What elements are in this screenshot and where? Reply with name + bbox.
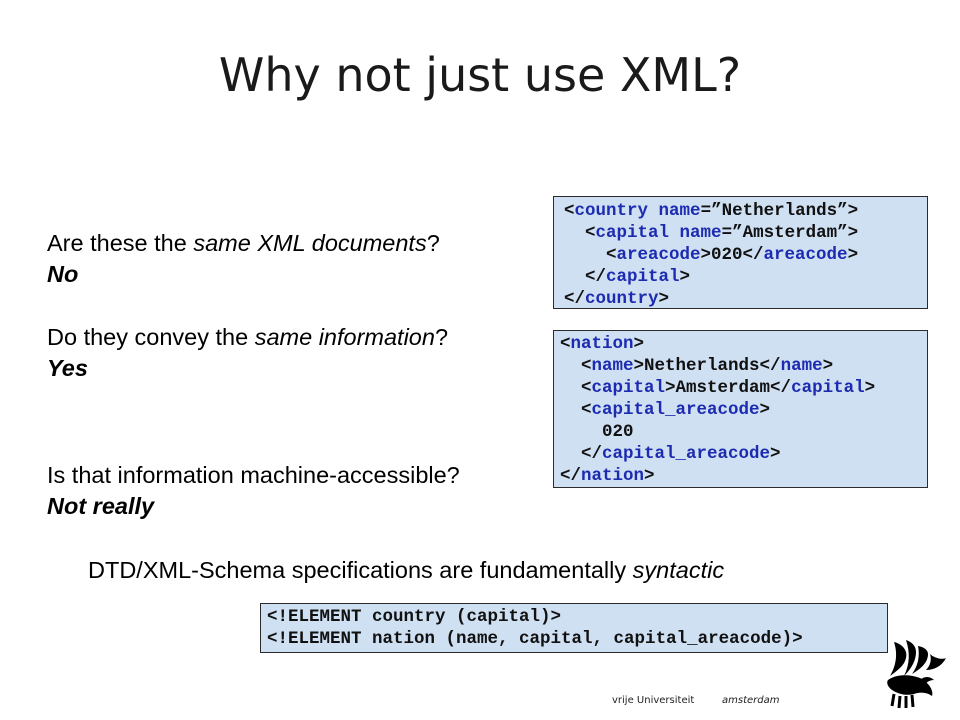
code-punct: > xyxy=(644,466,655,486)
code-attr: name xyxy=(658,201,701,221)
question-1-text-after: ? xyxy=(426,230,440,256)
code-tag: areacode xyxy=(763,245,848,265)
code-punct: > xyxy=(759,400,771,420)
dtd-code-box: <!ELEMENT country (capital)><!ELEMENT na… xyxy=(260,603,888,653)
code-punct: > xyxy=(679,267,691,287)
code-line: <name>Netherlands</name> xyxy=(560,355,927,377)
question-2-emphasis: same information xyxy=(254,324,435,350)
code-punct: > xyxy=(822,356,834,376)
footer-university: vrije Universiteit xyxy=(612,695,695,706)
question-1-text-before: Are these the xyxy=(47,230,194,256)
code-line: </capital> xyxy=(564,266,927,288)
slide-title: Why not just use XML? xyxy=(218,48,742,102)
code-punct: </ xyxy=(560,466,582,486)
statement-text: DTD/XML-Schema specifications are fundam… xyxy=(88,557,633,583)
code-punct: < xyxy=(564,245,617,265)
code-space xyxy=(648,201,659,221)
code-line: </capital_areacode> xyxy=(560,443,927,465)
code-line: <capital name=”Amsterdam”> xyxy=(564,222,927,244)
code-line: <capital_areacode> xyxy=(560,399,927,421)
code-value: >Amsterdam</ xyxy=(665,378,792,398)
code-space xyxy=(669,223,680,243)
code-line: 020 xyxy=(560,421,927,443)
code-box-nation: <nation> <name>Netherlands</name> <capit… xyxy=(553,330,928,488)
dtd-line: <!ELEMENT country (capital)> xyxy=(267,607,562,627)
code-punct: < xyxy=(560,356,592,376)
code-box-country: <country name=”Netherlands”> <capital na… xyxy=(553,196,928,309)
question-1: Are these the same XML documents? No xyxy=(47,228,440,290)
code-tag: nation xyxy=(570,334,634,354)
syntactic-statement: DTD/XML-Schema specifications are fundam… xyxy=(88,557,724,584)
code-tag: capital xyxy=(606,267,680,287)
statement-emphasis: syntactic xyxy=(632,557,725,583)
footer-city: amsterdam xyxy=(722,695,780,706)
code-punct: < xyxy=(560,400,592,420)
question-3-answer: Not really xyxy=(47,493,155,519)
code-tag: nation xyxy=(581,466,645,486)
code-line: <areacode>020</areacode> xyxy=(564,244,927,266)
code-value: =”Netherlands”> xyxy=(700,201,859,221)
code-punct: < xyxy=(564,223,596,243)
code-tag: capital xyxy=(595,223,670,243)
question-1-answer: No xyxy=(47,261,79,287)
code-value: =”Amsterdam”> xyxy=(721,223,859,243)
code-value: >020</ xyxy=(700,245,764,265)
code-punct: </ xyxy=(564,289,586,309)
code-line: <nation> xyxy=(560,333,927,355)
code-value: >Netherlands</ xyxy=(633,356,781,376)
code-punct: > xyxy=(864,378,876,398)
question-3: Is that information machine-accessible? … xyxy=(47,460,460,522)
code-punct: > xyxy=(847,245,859,265)
code-tag: country xyxy=(585,289,659,309)
code-tag: capital xyxy=(591,378,666,398)
question-2-text-before: Do they convey the xyxy=(47,324,255,350)
code-line: </country> xyxy=(564,288,927,310)
code-value: 020 xyxy=(560,422,634,442)
code-line: <country name=”Netherlands”> xyxy=(564,200,927,222)
griffin-logo-icon xyxy=(887,640,946,709)
code-punct: < xyxy=(560,334,571,354)
dtd-line: <!ELEMENT nation (name, capital, capital… xyxy=(267,629,803,649)
code-tag: country xyxy=(574,201,649,221)
code-tag: name xyxy=(591,356,634,376)
question-2-answer: Yes xyxy=(47,355,88,381)
code-punct: > xyxy=(770,444,781,464)
question-1-emphasis: same XML documents xyxy=(193,230,427,256)
code-punct: < xyxy=(564,201,575,221)
code-punct: < xyxy=(560,378,592,398)
code-attr: name xyxy=(679,223,722,243)
code-tag: capital_areacode xyxy=(602,444,771,464)
code-punct: </ xyxy=(564,267,607,287)
question-3-text: Is that information machine-accessible? xyxy=(47,462,460,488)
code-line: </nation> xyxy=(560,465,927,487)
code-tag: capital_areacode xyxy=(591,400,760,420)
code-punct: > xyxy=(658,289,670,309)
code-tag: name xyxy=(780,356,823,376)
question-2: Do they convey the same information? Yes xyxy=(47,322,448,384)
code-line: <capital>Amsterdam</capital> xyxy=(560,377,927,399)
question-2-text-after: ? xyxy=(434,324,449,350)
code-tag: areacode xyxy=(616,245,701,265)
code-punct: > xyxy=(633,334,645,354)
code-punct: </ xyxy=(560,444,603,464)
code-tag: capital xyxy=(791,378,865,398)
